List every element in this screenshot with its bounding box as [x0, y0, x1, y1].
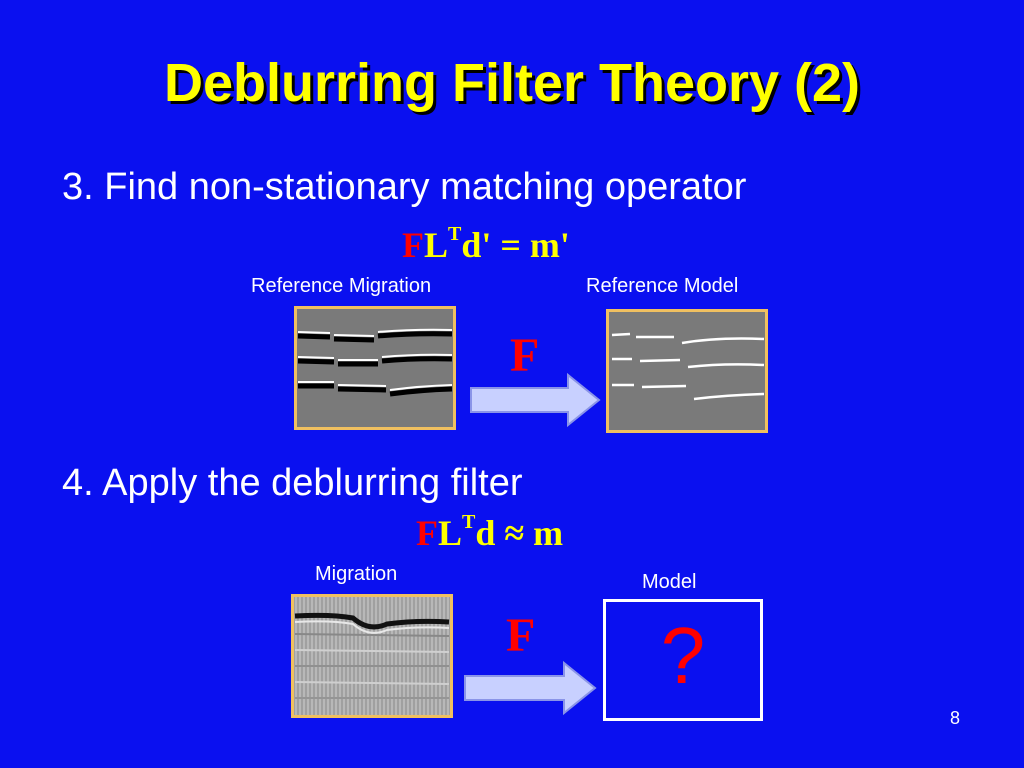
step4-text: 4. Apply the deblurring filter: [62, 462, 523, 504]
model-caption: Model: [642, 571, 697, 593]
reference-model-image: [606, 309, 768, 433]
model-unknown-box: ?: [603, 599, 763, 721]
equation-rest: d ≈ m: [475, 513, 564, 553]
step3-equation: FLTd' = m': [402, 223, 570, 266]
question-mark: ?: [660, 611, 706, 700]
reference-migration-caption: Reference Migration: [251, 275, 432, 297]
reference-model-caption: Reference Model: [586, 275, 739, 297]
operator-symbol: F: [402, 225, 424, 265]
transpose-symbol: T: [462, 511, 476, 533]
page-number: 8: [950, 708, 961, 728]
step3-text: 3. Find non-stationary matching operator: [62, 166, 747, 208]
operator-symbol: F: [416, 513, 438, 553]
slide-title: Deblurring Filter Theory (2): [163, 53, 861, 113]
migration-image: [291, 594, 453, 718]
arrow-bottom: [462, 660, 598, 716]
operator-f-bottom: F: [506, 609, 536, 662]
step4-equation: FLTd ≈ m: [416, 511, 564, 554]
reference-migration-image: [294, 306, 456, 430]
operator-f-top: F: [510, 329, 540, 382]
l-symbol: L: [424, 225, 449, 265]
migration-caption: Migration: [315, 563, 398, 585]
equation-rest: d' = m': [461, 225, 570, 265]
arrow-top: [468, 372, 602, 428]
transpose-symbol: T: [448, 223, 462, 245]
l-symbol: L: [438, 513, 463, 553]
